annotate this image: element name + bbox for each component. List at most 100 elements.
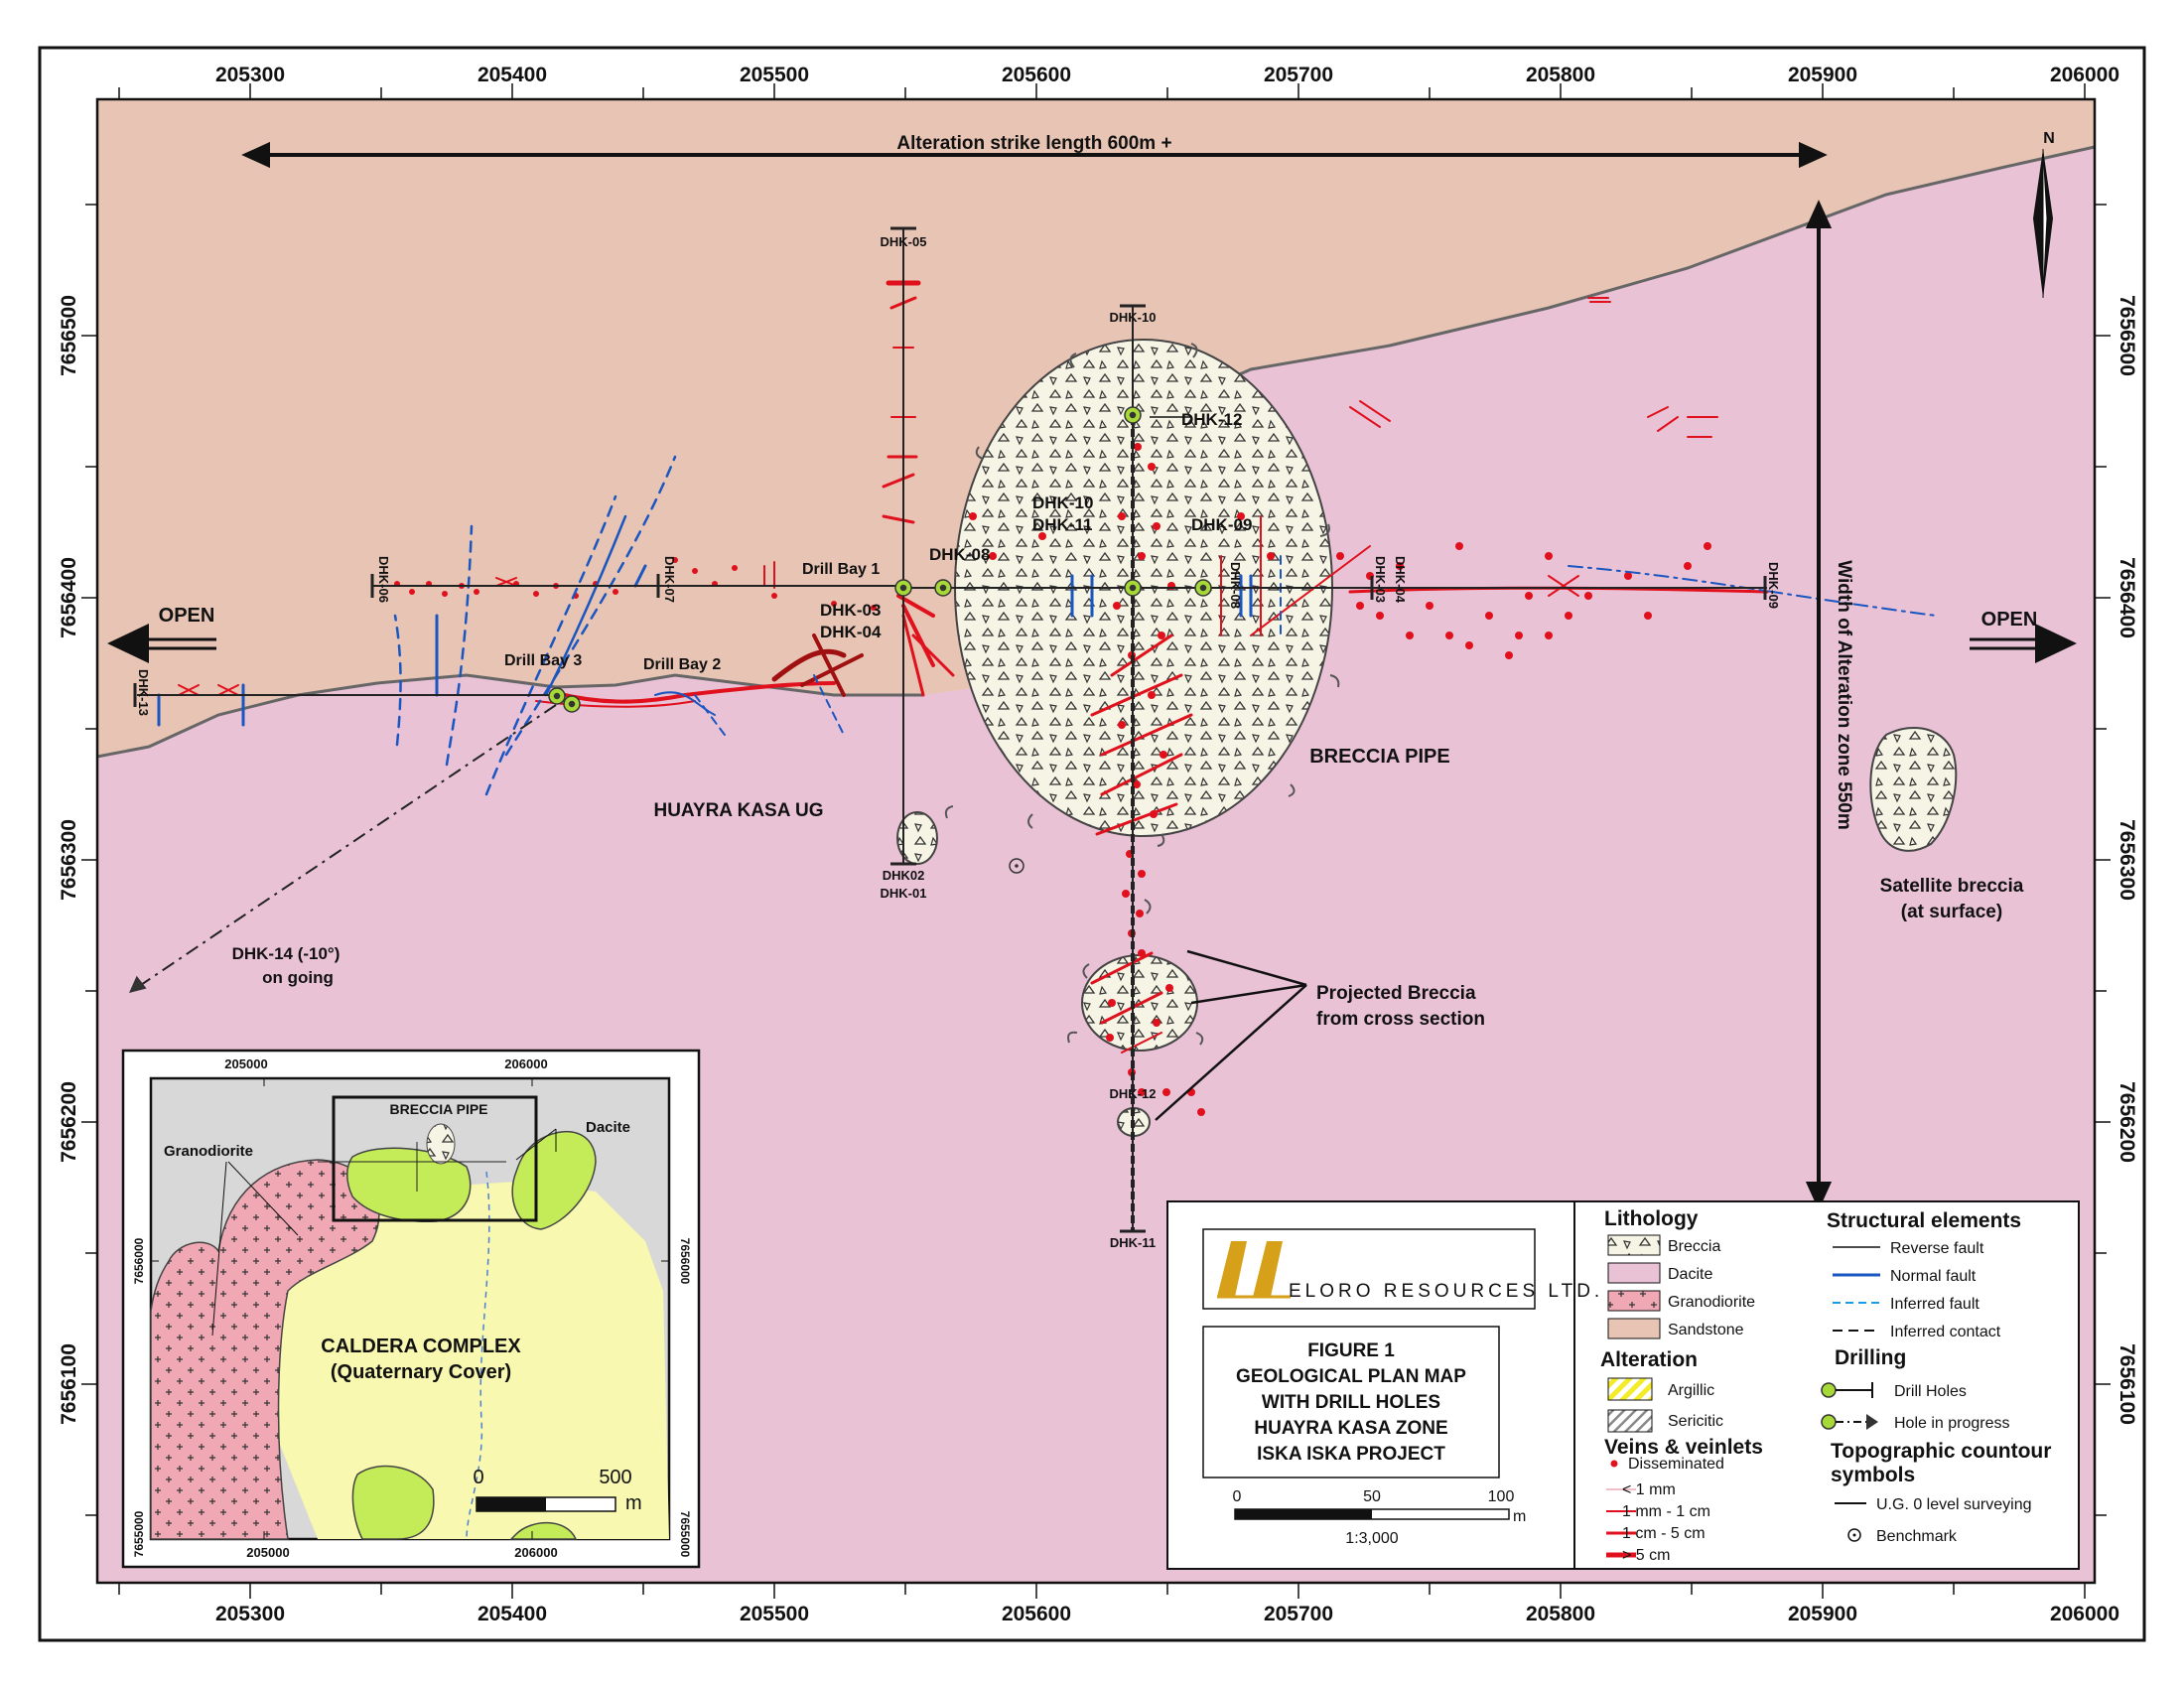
top-tick-label: 205400 <box>478 64 547 86</box>
coordinate-ticks: 205300 205400 205500 205600 205700 205800 2059… <box>58 64 2138 1625</box>
hole-label-dhk04-vertical: DHK-04 <box>1393 556 1408 604</box>
hole-label-dhk10-top: DHK-10 <box>1110 310 1157 325</box>
drill-bay-1-label: Drill Bay 1 <box>802 561 880 578</box>
dhk14-arrowhead <box>129 975 147 993</box>
legend-vein-1mm-1cm: 1 mm - 1 cm <box>1622 1503 1710 1520</box>
hole-label-dhk03: DHK-03 <box>820 601 881 620</box>
legend-sandstone: Sandstone <box>1668 1322 1744 1338</box>
inset-top-tick-2: 206000 <box>504 1056 547 1071</box>
inset-dacite-label: Dacite <box>586 1119 630 1136</box>
strike-length-arrow <box>241 141 1828 169</box>
inset-dacite-east <box>511 1131 597 1230</box>
bottom-tick-label: 205800 <box>1526 1603 1595 1625</box>
figure-title-3: HUAYRA KASA ZONE <box>1254 1418 1447 1439</box>
figure-title-1: GEOLOGICAL PLAN MAP <box>1236 1366 1466 1387</box>
scale-100: 100 <box>1488 1488 1515 1505</box>
right-tick-label: 7656400 <box>2116 557 2138 638</box>
bottom-tick-label: 206000 <box>2050 1603 2119 1625</box>
hole-label-dhk08: DHK-08 <box>929 545 990 564</box>
inset-caldera-sublabel: (Quaternary Cover) <box>331 1361 511 1383</box>
hole-label-dhk03-vertical: DHK-03 <box>1373 556 1388 603</box>
map-labels: Alteration strike length 600m + Width of… <box>136 130 2055 1250</box>
figure-title-2: WITH DRILL HOLES <box>1262 1392 1440 1413</box>
left-tick-label: 7656200 <box>58 1081 80 1163</box>
hole-label-dhk10: DHK-10 <box>1032 493 1093 512</box>
scale-50: 50 <box>1363 1488 1381 1505</box>
bottom-tick-label: 205400 <box>478 1603 547 1625</box>
satellite-breccia-sublabel: (at surface) <box>1901 902 2002 922</box>
satellite-breccia-body <box>1869 726 1958 852</box>
drill-bay-2-label: Drill Bay 2 <box>643 656 721 673</box>
legend-alteration-title: Alteration <box>1600 1348 1698 1371</box>
top-tick-label: 205500 <box>740 64 809 86</box>
bottom-tick-label: 205700 <box>1264 1603 1333 1625</box>
bottom-tick-label: 205600 <box>1002 1603 1071 1625</box>
inset-scale-500: 500 <box>599 1467 631 1488</box>
legend-granodiorite: Granodiorite <box>1668 1294 1755 1311</box>
inset-location-map: 205000 206000 205000 206000 7656000 7655… <box>121 1049 701 1569</box>
swatch-granodiorite <box>1607 1290 1661 1312</box>
inset-bottom-tick-2: 206000 <box>514 1545 557 1560</box>
hole-label-dhk13: DHK-13 <box>136 669 151 716</box>
drill-bay-3-label: Drill Bay 3 <box>504 652 582 669</box>
legend-topo-title: Topographic countour <box>1831 1440 2051 1463</box>
right-tick-label: 7656300 <box>2116 819 2138 901</box>
legend-disseminated: Disseminated <box>1628 1456 1724 1473</box>
huayra-kasa-label: HUAYRA KASA UG <box>653 800 823 821</box>
swatch-breccia <box>1607 1234 1661 1256</box>
drill-collars <box>548 406 1212 713</box>
open-arrow-right <box>1970 624 2077 663</box>
inset-top-tick-1: 205000 <box>224 1056 267 1071</box>
top-tick-label: 205300 <box>215 64 285 86</box>
breccia-pipe-label: BRECCIA PIPE <box>1309 746 1450 768</box>
hole-label-dhk11: DHK-11 <box>1032 515 1092 534</box>
right-tick-label: 7656200 <box>2116 1081 2138 1163</box>
scale-zero: 0 <box>1233 1488 1242 1505</box>
inset-left-tick-2: 7655000 <box>132 1510 146 1557</box>
hole-label-dhk12-bottom: DHK-12 <box>1110 1086 1157 1101</box>
inset-caldera-cover <box>258 1182 669 1539</box>
open-arrow-left <box>107 624 216 663</box>
top-tick-label: 205900 <box>1788 64 1857 86</box>
left-tick-label: 7656300 <box>58 819 80 901</box>
legend-argillic: Argillic <box>1668 1382 1714 1399</box>
benchmark-marker <box>1009 858 1024 874</box>
legend-vein-gt5cm: > 5 cm <box>1622 1547 1670 1564</box>
inset-scale-zero: 0 <box>473 1467 483 1488</box>
width-arrow <box>1805 200 1833 1210</box>
inset-bottom-tick-1: 205000 <box>246 1545 289 1560</box>
legend-vein-1cm-5cm: 1 cm - 5 cm <box>1622 1525 1706 1542</box>
satellite-breccia-label: Satellite breccia <box>1880 876 2024 897</box>
legend-breccia: Breccia <box>1668 1238 1720 1255</box>
hole-label-dhk09: DHK-09 <box>1191 515 1252 534</box>
swatch-sandstone <box>1607 1318 1661 1339</box>
top-tick-label: 205700 <box>1264 64 1333 86</box>
small-breccia-south <box>896 811 938 865</box>
inset-granodiorite-label: Granodiorite <box>164 1143 253 1160</box>
legend-panel: ELORO RESOURCES LTD. FIGURE 1 GEOLOGICAL… <box>1166 1200 2080 1570</box>
eloro-logo-icon <box>1217 1241 1291 1299</box>
hole-label-dhk12: DHK-12 <box>1181 410 1242 429</box>
inset-granodiorite <box>150 1159 380 1540</box>
open-left-label: OPEN <box>159 605 215 627</box>
top-tick-label: 205600 <box>1002 64 1071 86</box>
figure-number: FIGURE 1 <box>1307 1340 1395 1361</box>
legend-drilling-title: Drilling <box>1835 1346 1906 1369</box>
legend-veins-title: Veins & veinlets <box>1604 1436 1763 1459</box>
benchmark-legend-icon <box>1847 1528 1861 1542</box>
projected-breccia-sublabel: from cross section <box>1316 1009 1485 1030</box>
inset-left-tick-1: 7656000 <box>132 1237 146 1284</box>
legend-reverse-fault: Reverse fault <box>1890 1240 1984 1257</box>
inset-breccia-pipe-label: BRECCIA PIPE <box>389 1101 487 1117</box>
bottom-tick-label: 205900 <box>1788 1603 1857 1625</box>
legend-vein-lt1mm: < 1 mm <box>1622 1481 1676 1498</box>
strike-length-label: Alteration strike length 600m + <box>896 133 1171 154</box>
inset-right-tick-2: 7655000 <box>678 1511 692 1558</box>
legend-hole-in-progress: Hole in progress <box>1894 1415 2010 1432</box>
legend-benchmark: Benchmark <box>1876 1528 1958 1545</box>
hole-label-dhk01: DHK-01 <box>881 886 927 901</box>
legend-drill-holes: Drill Holes <box>1894 1383 1967 1400</box>
top-tick-label: 206000 <box>2050 64 2119 86</box>
hole-label-dhk07: DHK-07 <box>662 556 677 603</box>
